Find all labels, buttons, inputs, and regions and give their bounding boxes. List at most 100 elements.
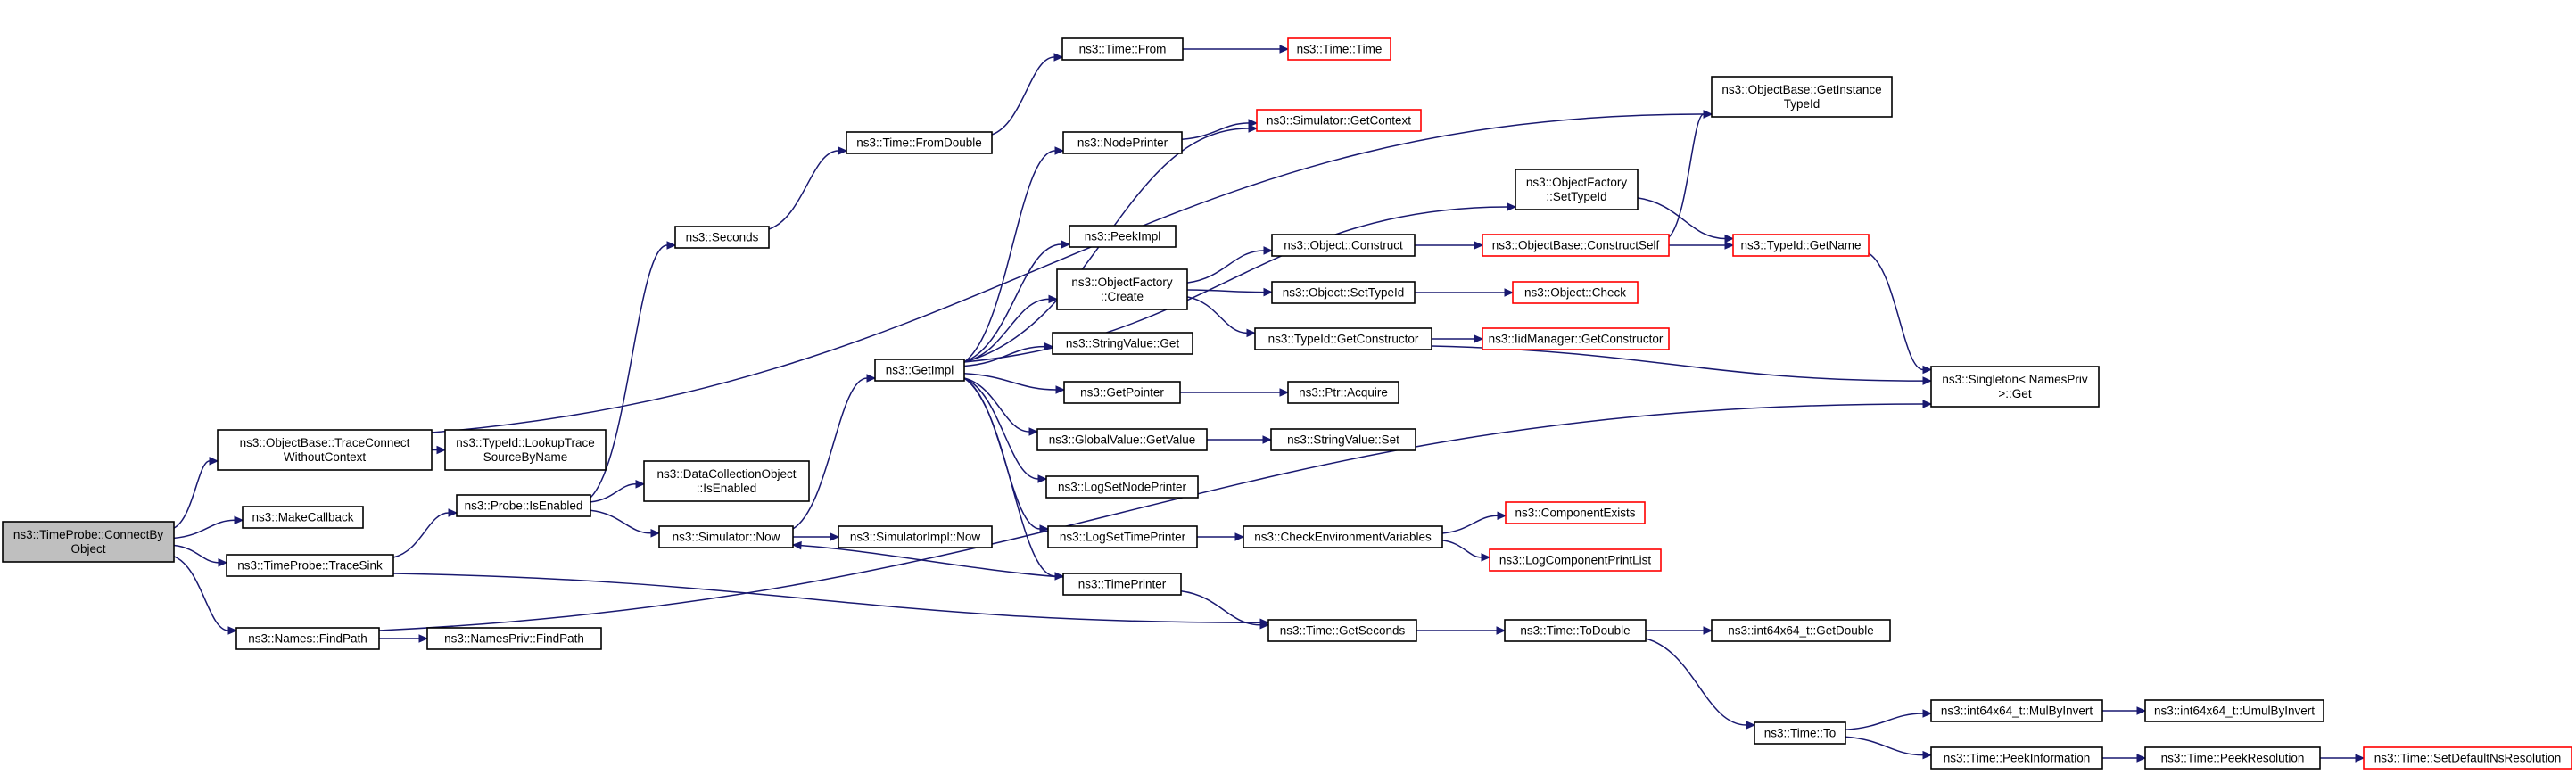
edge-arrowhead <box>1246 328 1257 338</box>
node-mulbyinvert[interactable]: ns3::int64x64_t::MulByInvert <box>1930 699 2103 722</box>
node-objsettypeid[interactable]: ns3::Object::SetTypeId <box>1271 281 1416 304</box>
node-timetime[interactable]: ns3::Time::Time <box>1287 37 1391 61</box>
edge-line <box>1441 515 1499 534</box>
node-simnow[interactable]: ns3::Simulator::Now <box>658 525 794 548</box>
node-objcheck[interactable]: ns3::Object::Check <box>1512 281 1639 304</box>
edge-getimpl-to-peekimpl <box>963 240 1071 363</box>
node-ptracquire[interactable]: ns3::Ptr::Acquire <box>1287 381 1399 404</box>
node-globalvalueget[interactable]: ns3::GlobalValue::GetValue <box>1036 428 1208 451</box>
node-box <box>242 506 364 529</box>
edge-arrowhead <box>1474 241 1484 250</box>
node-label: TypeId <box>1784 97 1821 111</box>
node-typeidgetname[interactable]: ns3::TypeId::GetName <box>1732 234 1870 257</box>
edge-line <box>963 377 1039 480</box>
node-label: ns3::StringValue::Get <box>1066 337 1180 350</box>
node-simgetcontext[interactable]: ns3::Simulator::GetContext <box>1256 109 1422 132</box>
node-ofsettypeid[interactable]: ns3::ObjectFactory::SetTypeId <box>1515 169 1639 210</box>
node-ofcreate[interactable]: ns3::ObjectFactory::Create <box>1056 268 1188 310</box>
node-umulbyinvert[interactable]: ns3::int64x64_t::UmulByInvert <box>2144 699 2324 722</box>
node-logcomponentprintlist[interactable]: ns3::LogComponentPrintList <box>1489 548 1662 572</box>
node-timefrom[interactable]: ns3::Time::From <box>1061 37 1184 61</box>
edge-simnow-to-simimplnow <box>792 532 840 541</box>
edge-ofcreate-to-objconstruct <box>1186 246 1274 284</box>
node-simimplnow[interactable]: ns3::SimulatorImpl::Now <box>838 525 993 548</box>
node-peekresolution[interactable]: ns3::Time::PeekResolution <box>2144 746 2321 770</box>
node-timetodouble[interactable]: ns3::Time::ToDouble <box>1504 619 1647 642</box>
node-fromdouble[interactable]: ns3::Time::FromDouble <box>846 131 993 154</box>
node-typeidgetconstructor[interactable]: ns3::TypeId::GetConstructor <box>1254 327 1432 350</box>
node-box <box>1056 268 1188 310</box>
node-componentexists[interactable]: ns3::ComponentExists <box>1505 501 1646 524</box>
node-getpointer[interactable]: ns3::GetPointer <box>1063 381 1181 404</box>
node-int64getdouble[interactable]: ns3::int64x64_t::GetDouble <box>1711 619 1891 642</box>
edge-arrowhead <box>1054 146 1065 155</box>
edge-arrowhead <box>1028 427 1039 436</box>
node-getimpl[interactable]: ns3::GetImpl <box>874 359 965 382</box>
node-nodeprinter[interactable]: ns3::NodePrinter <box>1062 131 1183 154</box>
edge-getimpl-to-globalvalueget <box>963 377 1039 436</box>
node-label: ns3::Time::GetSeconds <box>1280 624 1406 638</box>
edge-getimpl-to-nodeprinter <box>963 146 1065 363</box>
edge-arrowhead <box>1262 435 1273 444</box>
node-traceconnect[interactable]: ns3::ObjectBase::TraceConnectWithoutCont… <box>217 429 433 471</box>
node-timeto[interactable]: ns3::Time::To <box>1754 721 1846 745</box>
node-peekinformation[interactable]: ns3::Time::PeekInformation <box>1930 746 2103 770</box>
edge-line <box>392 573 1261 623</box>
node-dcoisenabled[interactable]: ns3::DataCollectionObject::IsEnabled <box>643 460 810 502</box>
node-checkenv[interactable]: ns3::CheckEnvironmentVariables <box>1243 525 1443 548</box>
edge-getpointer-to-ptracquire <box>1180 388 1290 397</box>
edge-arrowhead <box>1248 124 1259 133</box>
edge-logsettimeprinter-to-checkenv <box>1196 532 1245 541</box>
edge-line <box>1845 736 1924 756</box>
node-logsetnodeprinter[interactable]: ns3::LogSetNodePrinter <box>1045 475 1199 499</box>
node-box <box>1504 619 1647 642</box>
edge-arrowhead <box>1922 365 1933 375</box>
node-label: ns3::StringValue::Set <box>1287 433 1399 447</box>
node-timegetseconds[interactable]: ns3::Time::GetSeconds <box>1267 619 1417 642</box>
node-label: ns3::int64x64_t::UmulByInvert <box>2154 705 2315 718</box>
node-box <box>1254 327 1432 350</box>
node-tracesink[interactable]: ns3::TimeProbe::TraceSink <box>226 554 394 577</box>
node-label: ns3::Object::Check <box>1524 286 1626 300</box>
edge-line <box>768 150 839 230</box>
node-seconds[interactable]: ns3::Seconds <box>674 226 770 249</box>
node-iidmanagergetctor[interactable]: ns3::IidManager::GetConstructor <box>1482 327 1670 350</box>
node-stringvalueget[interactable]: ns3::StringValue::Get <box>1052 332 1193 355</box>
edge-arrowhead <box>1279 45 1290 54</box>
node-label: ns3::DataCollectionObject <box>656 467 796 481</box>
edge-arrowhead <box>218 558 228 567</box>
edge-arrowhead <box>1922 400 1933 408</box>
node-singletonget[interactable]: ns3::Singleton< NamesPriv >::Get <box>1930 366 2100 408</box>
node-box <box>1482 234 1670 257</box>
node-setdefaultnsres[interactable]: ns3::Time::SetDefaultNsResolution <box>2363 746 2572 770</box>
node-findpath[interactable]: ns3::Names::FindPath <box>235 627 380 650</box>
node-label: ::SetTypeId <box>1546 190 1606 203</box>
edge-arrowhead <box>1724 234 1735 243</box>
node-probeisenabled[interactable]: ns3::Probe::IsEnabled <box>456 494 591 517</box>
node-peekimpl[interactable]: ns3::PeekImpl <box>1069 225 1177 248</box>
edge-line <box>963 345 1045 367</box>
node-label: ns3::Time::ToDouble <box>1520 624 1630 638</box>
edge-arrowhead <box>209 457 219 466</box>
edge-line <box>392 512 450 558</box>
node-box <box>2 521 175 563</box>
node-label: ns3::NodePrinter <box>1077 136 1168 150</box>
node-namesprivfindpath[interactable]: ns3::NamesPriv::FindPath <box>426 627 602 650</box>
node-objconstruct[interactable]: ns3::Object::Construct <box>1271 234 1416 257</box>
edge-line <box>1668 113 1705 238</box>
node-label: ::IsEnabled <box>697 482 757 495</box>
node-stringvalueset[interactable]: ns3::StringValue::Set <box>1270 428 1416 451</box>
node-makecallback[interactable]: ns3::MakeCallback <box>242 506 364 529</box>
node-label: ns3::Seconds <box>686 231 759 244</box>
node-logsettimeprinter[interactable]: ns3::LogSetTimePrinter <box>1047 525 1198 548</box>
node-timeprinter[interactable]: ns3::TimePrinter <box>1062 573 1182 596</box>
edge-line <box>963 298 1050 363</box>
node-objbaseconstructself[interactable]: ns3::ObjectBase::ConstructSelf <box>1482 234 1670 257</box>
node-box <box>643 460 810 502</box>
edge-arrowhead <box>635 480 646 489</box>
node-box <box>226 554 394 577</box>
